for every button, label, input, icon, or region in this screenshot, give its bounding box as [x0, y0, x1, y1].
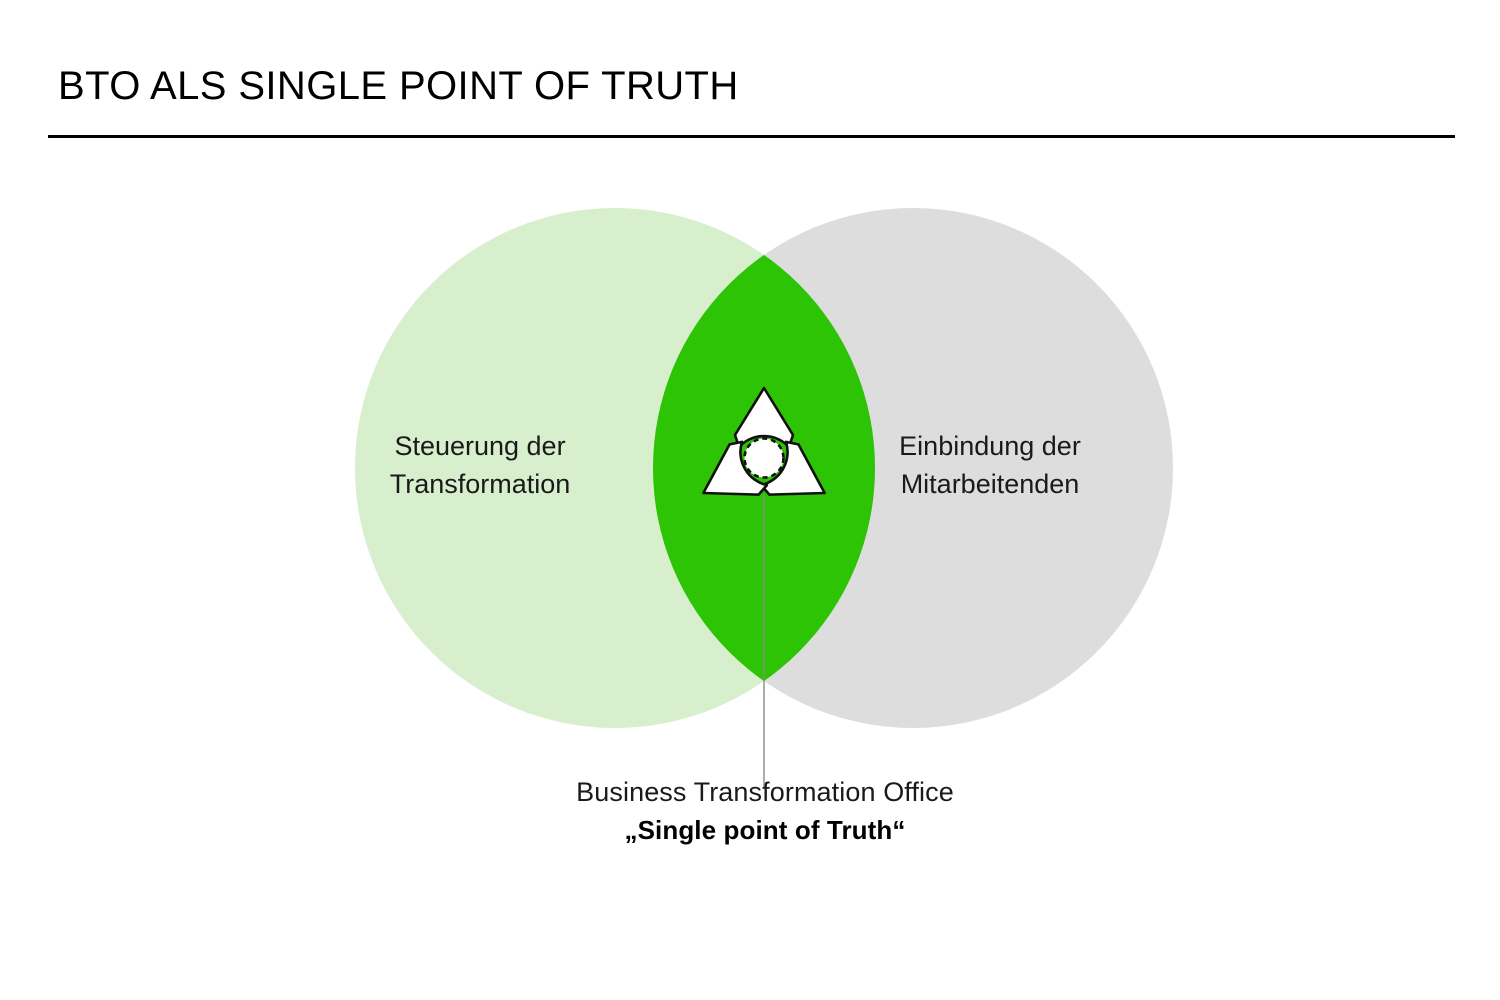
trefoil-center-circle — [743, 437, 785, 479]
caption-primary: Business Transformation Office — [576, 777, 954, 807]
title-divider — [48, 135, 1455, 138]
venn-label-right: Einbindung der Mitarbeitenden — [855, 427, 1125, 504]
slide-header: BTO ALS SINGLE POINT OF TRUTH — [0, 0, 1500, 150]
venn-svg — [355, 208, 1173, 788]
venn-label-left: Steuerung der Transformation — [345, 427, 615, 504]
caption-block: Business Transformation Office „Single p… — [465, 775, 1065, 848]
venn-diagram: Steuerung der Transformation Einbindung … — [0, 150, 1500, 790]
venn-label-right-line2: Mitarbeitenden — [900, 469, 1080, 500]
trefoil-icon — [702, 386, 826, 496]
page-title: BTO ALS SINGLE POINT OF TRUTH — [58, 64, 739, 108]
venn-intersection — [653, 208, 875, 728]
venn-label-right-line1: Einbindung der — [899, 431, 1081, 461]
caption-emphasis: „Single point of Truth“ — [624, 815, 906, 846]
venn-label-left-line1: Steuerung der — [394, 431, 566, 461]
venn-label-left-line2: Transformation — [389, 469, 571, 500]
